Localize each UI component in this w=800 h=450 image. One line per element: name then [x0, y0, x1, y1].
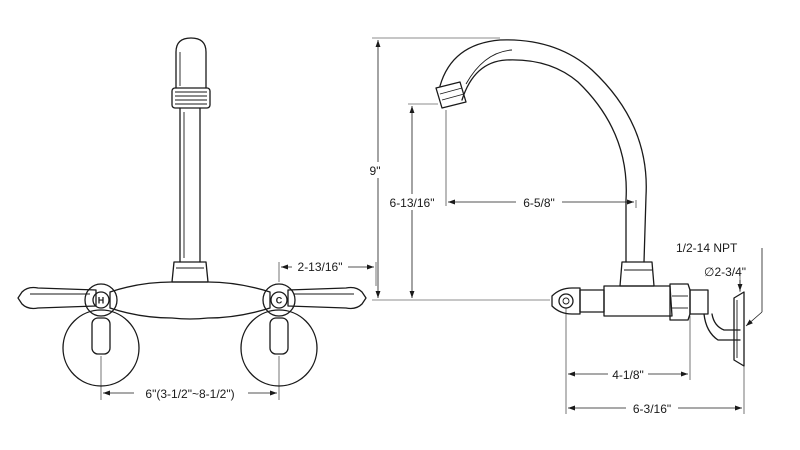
- dim-handle-offset: 2-13/16": [278, 258, 377, 286]
- cold-handle: C: [262, 283, 296, 317]
- side-shank: [689, 289, 709, 315]
- dim-spout-height: 6-13/16": [386, 103, 438, 298]
- front-lever-right: [287, 286, 367, 310]
- front-spout-tube: [179, 107, 201, 263]
- label-handle-spacing: 6"(3-1/2"~8-1/2"): [145, 387, 234, 401]
- front-view: H C 2-13/16" 6"(3-1/2"~8-1/2"): [17, 37, 377, 401]
- hot-index-cap: [92, 291, 110, 309]
- dim-total-height: 9": [362, 37, 550, 301]
- dim-overall-depth: 6-3/16": [568, 366, 745, 416]
- side-spout: [439, 39, 647, 263]
- hot-handle: H: [84, 283, 118, 317]
- label-flange-diameter: ∅2-3/4": [704, 265, 746, 279]
- front-aerator: [171, 87, 211, 109]
- front-body-bar: [109, 281, 271, 320]
- front-spout-tip: [175, 37, 207, 89]
- hot-cap-label: H: [98, 296, 105, 306]
- side-swivel-nut: [619, 261, 655, 287]
- label-valve-depth: 4-1/8": [612, 368, 644, 382]
- side-body: [603, 285, 673, 317]
- front-swivel-nut: [171, 261, 209, 283]
- dim-spout-reach: 6-5/8": [445, 110, 637, 210]
- callout-thread: 1/2-14 NPT: [676, 241, 763, 327]
- side-view: 9" 6-13/16" 6-5/8" 1/2-14 NPT ∅2-3/4": [362, 37, 763, 416]
- dim-valve-depth: 4-1/8": [565, 308, 691, 414]
- label-total-height: 9": [370, 164, 381, 178]
- cold-cap-label: C: [276, 296, 283, 306]
- label-handle-offset: 2-13/16": [298, 260, 343, 274]
- side-aerator: [435, 81, 467, 109]
- dim-handle-spacing: 6"(3-1/2"~8-1/2"): [100, 356, 280, 401]
- side-flange: [733, 291, 745, 367]
- label-spout-height: 6-13/16": [390, 196, 435, 210]
- label-thread-size: 1/2-14 NPT: [676, 241, 738, 255]
- cold-index-cap: [270, 291, 288, 309]
- side-hex-nut: [669, 283, 691, 321]
- front-lever-left: [17, 286, 97, 310]
- side-elbow: [703, 313, 741, 341]
- label-overall-depth: 6-3/16": [633, 402, 671, 416]
- label-spout-reach: 6-5/8": [523, 196, 555, 210]
- callout-flange-diameter: ∅2-3/4": [704, 265, 746, 292]
